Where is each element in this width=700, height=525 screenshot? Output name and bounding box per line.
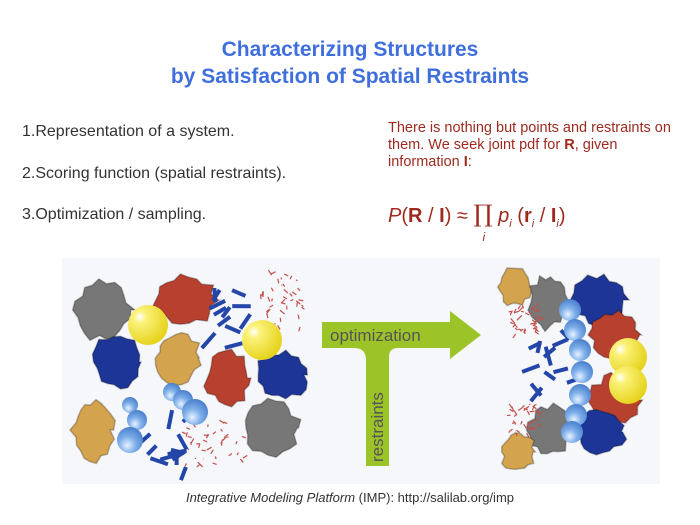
blue-sphere	[569, 339, 591, 361]
blue-sphere	[564, 319, 586, 341]
blue-sphere	[571, 361, 593, 383]
protein-grey	[527, 274, 571, 333]
protein-cartoon	[200, 287, 252, 350]
protein-wireframe	[259, 269, 305, 332]
step-2: 2.Scoring function (spatial restraints).	[22, 165, 286, 183]
workflow-arrow: optimization restraints	[322, 311, 481, 466]
protein-blue	[257, 349, 309, 400]
blue-sphere	[127, 410, 147, 430]
protein-orange	[69, 398, 116, 465]
yellow-sphere	[128, 305, 168, 345]
restraints-label: restraints	[368, 392, 387, 462]
blue-sphere	[569, 384, 591, 406]
step-3: 3.Optimization / sampling.	[22, 206, 206, 224]
blue-sphere	[117, 427, 143, 453]
description-note: There is nothing but points and restrain…	[388, 120, 671, 170]
protein-wireframe	[508, 303, 545, 339]
step-text: Representation of a system.	[35, 123, 235, 140]
blue-sphere	[559, 299, 581, 321]
step-text: Optimization / sampling.	[35, 206, 207, 223]
yellow-sphere	[242, 320, 282, 360]
protein-red	[150, 273, 222, 326]
step-number: 1.	[22, 123, 36, 140]
protein-orange	[496, 267, 533, 307]
step-number: 2.	[22, 165, 36, 182]
step-text: Scoring function (spatial restraints).	[35, 165, 287, 182]
blue-sphere	[122, 397, 138, 413]
protein-orange	[154, 331, 203, 387]
step-number: 3.	[22, 206, 36, 223]
yellow-sphere	[609, 366, 647, 404]
blue-sphere	[561, 421, 583, 443]
protein-orange	[500, 431, 537, 471]
yellow-sphere	[609, 338, 647, 376]
optimization-label: optimization	[330, 326, 421, 345]
protein-grey	[244, 397, 302, 459]
slide-title-line2: by Satisfaction of Spatial Restraints	[170, 65, 530, 88]
step-1: 1.Representation of a system.	[22, 123, 235, 141]
protein-wireframe	[181, 419, 248, 468]
slide-title-line1: Characterizing Structures	[221, 38, 479, 61]
protein-cartoon	[521, 328, 586, 403]
probability-formula: P(R / I) ≈ ∏i pi (ri / Ii)	[388, 200, 566, 244]
blue-sphere	[182, 399, 208, 425]
footer-citation: Integrative Modeling Platform (IMP): htt…	[185, 490, 515, 505]
blue-sphere	[565, 404, 587, 426]
protein-red	[202, 348, 252, 408]
protein-grey	[525, 402, 572, 455]
protein-grey	[71, 277, 138, 342]
protein-blue	[91, 335, 143, 390]
protein-wireframe	[506, 403, 542, 439]
